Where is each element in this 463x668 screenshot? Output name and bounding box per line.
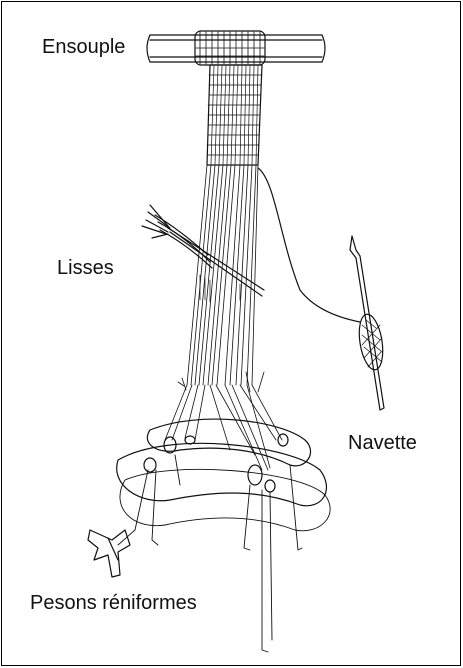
warp-beam	[147, 31, 325, 65]
label-lisses: Lisses	[57, 258, 114, 278]
woven-cloth	[207, 65, 262, 165]
loom-weights	[117, 419, 330, 531]
cord-knot	[88, 530, 130, 577]
label-ensouple: Ensouple	[42, 37, 125, 57]
weft-thread	[258, 168, 360, 322]
label-navette: Navette	[348, 433, 417, 453]
shuttle	[350, 236, 386, 410]
label-pesons-reniformes: Pesons réniformes	[30, 593, 197, 613]
warp-threads	[187, 165, 258, 385]
